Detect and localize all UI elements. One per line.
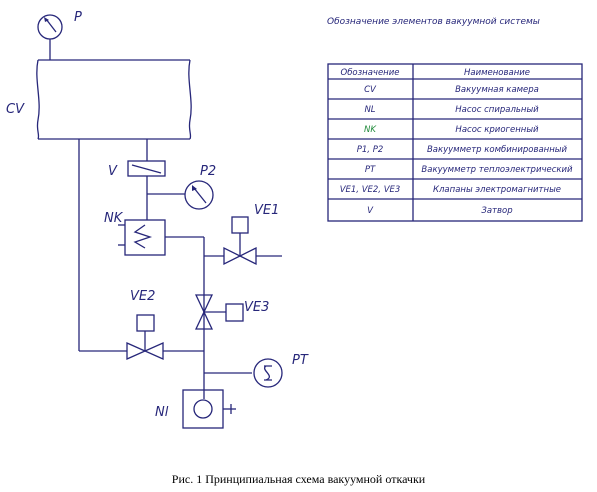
legend-code-cv: CV [364, 85, 377, 95]
figure-caption: Рис. 1 Принципиальная схема вакуумной от… [171, 472, 426, 486]
label-p: P [74, 10, 82, 25]
legend-code-ve: VE1, VE2, VE3 [340, 185, 401, 195]
legend-header-code: Обозначение [341, 68, 400, 78]
label-ve3: VE3 [244, 300, 269, 315]
legend-table: Обозначение Наименование CV Вакуумная ка… [327, 63, 583, 222]
label-nk: NK [104, 211, 124, 226]
legend-name-pt: Вакуумметр теплоэлектрический [421, 165, 573, 175]
gauge-p2 [184, 180, 214, 210]
legend-code-pt: PT [365, 165, 376, 175]
legend-name-nl: Насос спиральный [455, 105, 539, 115]
gauge-p [37, 14, 63, 60]
valve-ve3 [194, 294, 244, 330]
legend-code-nl: NL [364, 105, 375, 115]
label-pt: PT [292, 353, 309, 368]
label-cv: CV [6, 102, 25, 117]
legend-name-v: Затвор [481, 206, 512, 216]
label-p2: P2 [200, 164, 216, 179]
label-ve2: VE2 [130, 289, 155, 304]
legend-code-v: V [367, 206, 374, 216]
label-ve1: VE1 [254, 203, 279, 218]
gauge-pt [253, 358, 283, 388]
cryo-pump-nk [118, 219, 166, 256]
label-nl: Nl [155, 405, 169, 420]
vacuum-chamber-cv [36, 59, 192, 140]
legend-name-nk: Насос криогенный [455, 125, 539, 135]
legend-code-p1p2: P1, P2 [357, 145, 383, 155]
valve-ve2 [126, 314, 164, 361]
legend-title: Обозначение элементов вакуумной системы [327, 17, 540, 27]
legend-name-ve: Клапаны электромагнитные [433, 185, 561, 195]
legend-code-nk: NK [364, 125, 377, 135]
label-v: V [108, 164, 118, 179]
scroll-pump-nl [182, 389, 236, 429]
legend-header-name: Наименование [464, 68, 530, 78]
legend-name-p1p2: Вакуумметр комбинированный [427, 145, 568, 155]
valve-ve1 [223, 216, 257, 266]
legend-name-cv: Вакуумная камера [455, 85, 539, 95]
gate-valve-v [127, 160, 166, 177]
